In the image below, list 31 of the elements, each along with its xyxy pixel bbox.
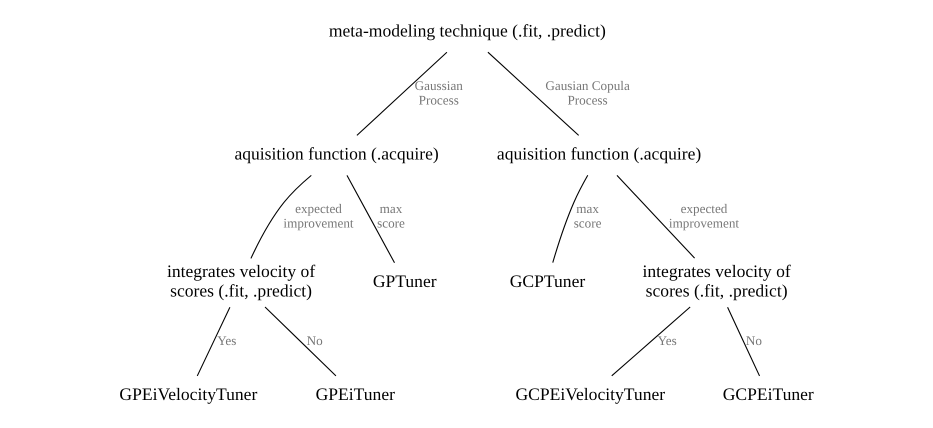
edge-label: expected improvement [283, 201, 354, 230]
connector [196, 307, 230, 376]
edge-label: Gaussian Process [414, 78, 463, 108]
node-text: GCPEiTuner [722, 384, 814, 404]
node-text: GPTuner [372, 270, 437, 291]
node-text: integrates velocity of scores (.fit, .predict) [642, 260, 791, 301]
edge-label: max score [377, 201, 405, 230]
edge-label: expected improvement [668, 201, 740, 230]
edge-label: Yes [217, 332, 236, 348]
node-text: aquisition function (.acquire) [496, 143, 702, 164]
connector [264, 306, 336, 376]
connector [488, 52, 580, 136]
node-text: aquisition function (.acquire) [234, 143, 439, 164]
node-text: meta-modeling technique (.fit, .predict) [328, 20, 606, 40]
edge-label: Yes [658, 332, 677, 348]
connector [552, 174, 588, 263]
connector [250, 174, 312, 259]
node-text: integrates velocity of scores (.fit, .predict) [166, 260, 316, 301]
connector [611, 306, 690, 376]
connector [346, 175, 395, 264]
connector [727, 307, 760, 376]
node-text: GCPEiVelocityTuner [516, 384, 666, 404]
edge-label: max score [574, 201, 602, 230]
edge-label: Gausian Copula Process [545, 78, 630, 108]
connector [616, 174, 695, 258]
node-text: GCPTuner [510, 270, 586, 291]
node-text: GPEiVelocityTuner [119, 384, 258, 404]
edge-label: No [746, 332, 762, 348]
connector [356, 52, 448, 136]
edge-label: No [306, 332, 323, 348]
node-text: GPEiTuner [316, 384, 395, 404]
